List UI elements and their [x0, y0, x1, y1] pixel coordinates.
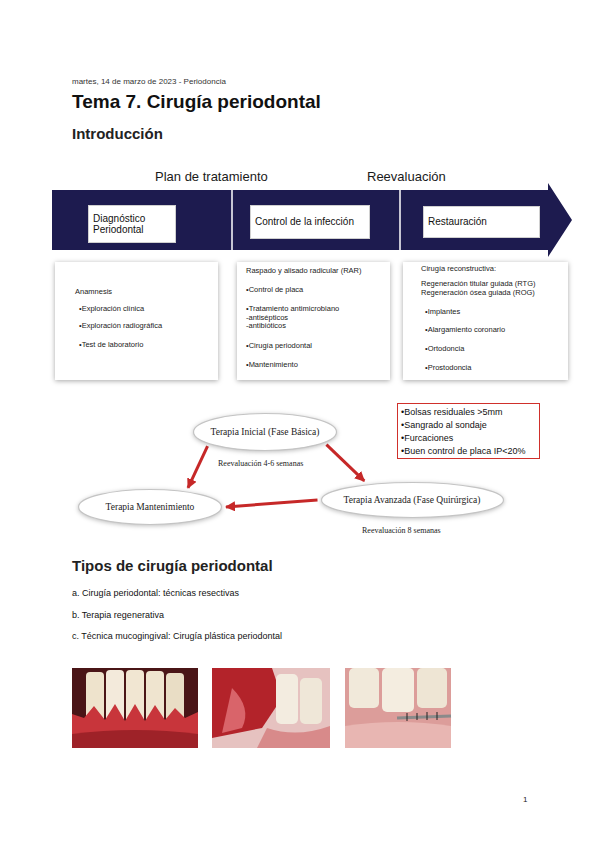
node-text: •Sangrado al sondaje: [401, 420, 487, 430]
illustration-part: [407, 713, 408, 721]
node-text: •Implantes: [425, 308, 460, 316]
node-text: •Ortodoncia: [425, 345, 464, 353]
node-text: -antibióticos: [246, 322, 286, 330]
illustration-part: [276, 674, 298, 724]
reevaluation-note: Reevaluación 8 semanas: [362, 526, 441, 535]
flow-arrow: [326, 445, 364, 481]
phase-box: Diagnóstico Periodontal: [88, 205, 176, 243]
node-text: •Furcaciones: [401, 433, 453, 443]
illustration-part: [257, 726, 330, 748]
node-text: Cirugía reconstructiva:: [421, 265, 496, 273]
illustration-part: [72, 668, 198, 748]
illustration-part: [397, 716, 451, 718]
illustration-part: [321, 483, 503, 518]
node-text: Raspado y alisado radicular (RAR): [246, 267, 361, 275]
illustration-part: [427, 712, 428, 720]
phase-box: Restauración: [423, 206, 540, 238]
node-text: •Exploración clínica: [79, 305, 144, 313]
node-text: Plan de tratamiento: [155, 170, 268, 185]
node-text: Terapia Mantenimiento: [106, 502, 195, 513]
therapy-ellipse: Terapia Mantenimiento: [77, 488, 223, 526]
photo-probe: [345, 668, 451, 748]
illustration-part: [349, 668, 379, 708]
node-text: •Cirugía periodontal: [246, 342, 312, 350]
phase-card: Raspado y alisado radicular (RAR) •Contro…: [237, 262, 390, 380]
page-date: martes, 14 de marzo de 2023 - Periodonci…: [72, 77, 226, 86]
illustration-part: [52, 183, 572, 257]
process-band: Plan de tratamiento ReevaluaciónDiagnósti…: [52, 168, 572, 260]
illustration-part: [72, 704, 198, 748]
node-text: •Bolsas residuales >5mm: [401, 407, 502, 417]
illustration-part: [417, 668, 447, 708]
node-text: •Buen control de placa IP<20%: [401, 446, 525, 456]
node-text: •Prostodoncia: [425, 364, 471, 372]
illustration-part: [212, 668, 330, 748]
node-text: Terapia Inicial (Fase Básica): [211, 427, 320, 438]
flow-arrow: [226, 500, 318, 507]
node-text: Anamnesis: [75, 288, 112, 296]
reevaluation-note: Reevaluación 4-6 semanas: [218, 459, 303, 468]
node-text: Terapia Avanzada (Fase Quirúrgica): [344, 495, 481, 506]
criteria-box: •Bolsas residuales >5mm •Sangrado al sond…: [397, 403, 540, 459]
page-title: Tema 7. Cirugía periodontal: [72, 91, 321, 113]
illustration-part: [382, 668, 414, 712]
node-text: •Test de laboratorio: [79, 341, 143, 349]
list-item: b. Terapia regenerativa: [72, 610, 164, 620]
node-text: Regeneración titular guiada (RTG): [421, 280, 536, 288]
therapy-ellipse: Terapia Inicial (Fase Básica): [192, 412, 338, 452]
illustration-part: [399, 190, 401, 250]
node-text: •Tratamiento antimicrobiano: [246, 305, 339, 313]
section-heading: Introducción: [72, 125, 163, 142]
illustration-part: [345, 722, 451, 748]
node-text: •Exploración radiográfica: [79, 322, 162, 330]
node-text: -antisépticos: [246, 314, 288, 322]
photo-surgery: [212, 668, 330, 748]
illustration-part: [417, 713, 418, 720]
node-text: Control de la infección: [255, 216, 354, 228]
section-heading: Tipos de cirugía periodontal: [72, 557, 273, 574]
list-item: a. Cirugía periodontal: técnicas resecti…: [72, 588, 239, 598]
illustration-part: [194, 414, 337, 451]
page-number: 1: [523, 795, 527, 804]
photo-recession: [72, 668, 198, 748]
illustration-part: [79, 490, 222, 525]
flow-arrow: [188, 446, 208, 488]
node-text: •Alargamiento coronario: [425, 326, 505, 334]
illustration-part: [437, 712, 438, 720]
illustration-part: [222, 688, 245, 733]
illustration-part: [231, 190, 233, 250]
node-text: Reevaluación: [367, 170, 446, 185]
node-text: Diagnóstico Periodontal: [93, 213, 171, 236]
phase-box: Control de la infección: [250, 205, 370, 239]
node-text: Regeneración ósea guiada (ROG): [421, 289, 535, 297]
illustration-part: [212, 668, 282, 738]
node-text: •Control de placa: [246, 286, 303, 294]
illustration-part: [345, 668, 451, 748]
therapy-ellipse: Terapia Avanzada (Fase Quirúrgica): [320, 481, 505, 519]
illustration-part: [300, 678, 322, 724]
phase-card: Anamnesis •Exploración clínica •Exploració…: [55, 262, 218, 380]
node-text: Restauración: [428, 216, 487, 228]
node-text: •Mantenimiento: [246, 361, 298, 369]
phase-card: Cirugía reconstructiva: Regeneración titu…: [403, 262, 568, 380]
illustration-part: [72, 730, 198, 748]
list-item: c. Técnica mucogingival: Cirugía plástic…: [72, 631, 282, 641]
